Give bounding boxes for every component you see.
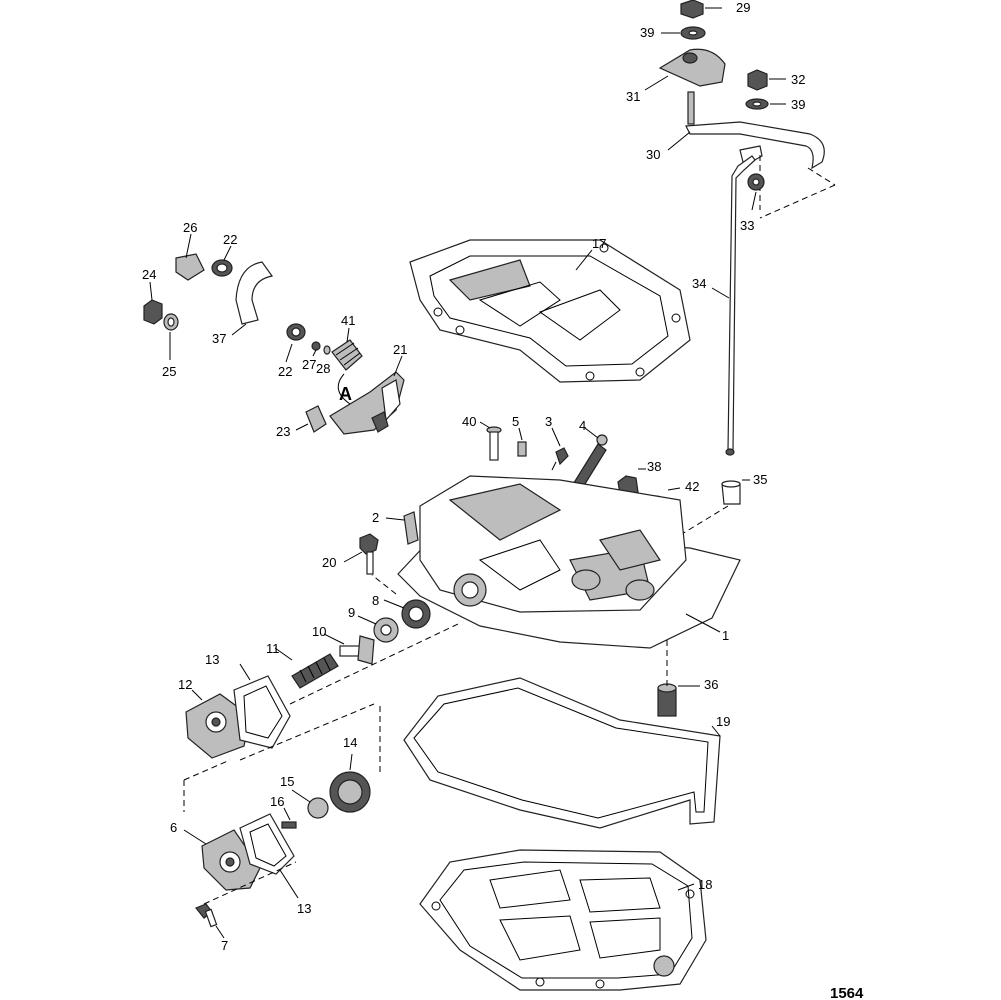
callout-13-lower: 13 xyxy=(297,901,311,916)
fitting-27 xyxy=(311,341,321,351)
elbow-41 xyxy=(331,339,363,371)
callout-29: 29 xyxy=(736,0,750,15)
washer-39-right xyxy=(745,98,769,110)
callout-31: 31 xyxy=(626,89,640,104)
cover-6 xyxy=(201,829,261,891)
disc-15 xyxy=(307,797,329,819)
callout-28: 28 xyxy=(316,361,330,376)
callout-23: 23 xyxy=(276,424,290,439)
adapter-plate-1 xyxy=(397,475,741,649)
grommet-33 xyxy=(747,173,765,191)
callout-22-lower: 22 xyxy=(278,364,292,379)
sleeve-36 xyxy=(657,683,677,717)
shift-rod-34 xyxy=(725,155,756,456)
callout-14: 14 xyxy=(343,735,357,750)
callout-18: 18 xyxy=(698,877,712,892)
screw-16 xyxy=(281,821,297,829)
detail-marker-a: A xyxy=(339,384,352,404)
gasket-13-lower xyxy=(239,813,295,875)
callout-41: 41 xyxy=(341,313,355,328)
sleeve-5 xyxy=(517,441,527,457)
lever-bracket-31 xyxy=(658,48,726,87)
callout-20: 20 xyxy=(322,555,336,570)
clamp-22-lower xyxy=(286,323,306,341)
callout-22-upper: 22 xyxy=(223,232,237,247)
callout-12: 12 xyxy=(178,677,192,692)
screw-7 xyxy=(195,903,218,928)
callout-34: 34 xyxy=(692,276,706,291)
callout-39-top: 39 xyxy=(640,25,654,40)
callout-2: 2 xyxy=(372,510,379,525)
screw-40 xyxy=(486,426,502,461)
callout-37: 37 xyxy=(212,331,226,346)
gasket-17 xyxy=(409,239,691,383)
figure-number: 1564 xyxy=(830,985,864,1000)
thermostat-9 xyxy=(373,617,399,643)
callout-35: 35 xyxy=(753,472,767,487)
callout-26: 26 xyxy=(183,220,197,235)
seal-8 xyxy=(401,599,431,629)
fitting-3 xyxy=(551,447,569,471)
fitting-26 xyxy=(175,253,205,281)
washer-28 xyxy=(323,345,331,355)
callout-30: 30 xyxy=(646,147,660,162)
callout-3: 3 xyxy=(545,414,552,429)
callout-38: 38 xyxy=(647,459,661,474)
spring-11 xyxy=(291,653,339,689)
callout-36: 36 xyxy=(704,677,718,692)
callout-4: 4 xyxy=(579,418,586,433)
hose-37 xyxy=(235,261,274,325)
callout-7: 7 xyxy=(221,938,228,953)
bushing-35 xyxy=(721,480,741,505)
callout-19: 19 xyxy=(716,714,730,729)
callout-15: 15 xyxy=(280,774,294,789)
gasket-13-upper xyxy=(233,675,291,749)
callout-10: 10 xyxy=(312,624,326,639)
callout-39-right: 39 xyxy=(791,97,805,112)
nut-24 xyxy=(143,299,163,325)
callout-8: 8 xyxy=(372,593,379,608)
callout-13-upper: 13 xyxy=(205,652,219,667)
diaphragm-14 xyxy=(329,771,371,813)
valve-10 xyxy=(339,635,375,665)
callout-25: 25 xyxy=(162,364,176,379)
callout-24: 24 xyxy=(142,267,156,282)
sensor-4 xyxy=(571,434,608,493)
callout-17: 17 xyxy=(592,236,606,251)
fitting-2 xyxy=(403,511,419,545)
callout-21: 21 xyxy=(393,342,407,357)
callout-33: 33 xyxy=(740,218,754,233)
callout-6: 6 xyxy=(170,820,177,835)
callout-27: 27 xyxy=(302,357,316,372)
nut-32 xyxy=(747,69,768,91)
fitting-23 xyxy=(305,405,327,433)
callout-1: 1 xyxy=(722,628,729,643)
callout-42: 42 xyxy=(685,479,699,494)
callout-9: 9 xyxy=(348,605,355,620)
callout-5: 5 xyxy=(512,414,519,429)
seal-19 xyxy=(403,677,721,829)
washer-25 xyxy=(163,313,179,331)
callout-11: 11 xyxy=(266,641,280,656)
callout-32: 32 xyxy=(791,72,805,87)
callout-16: 16 xyxy=(270,794,284,809)
housing-21 xyxy=(329,371,405,435)
washer-39-top xyxy=(680,26,706,40)
clamp-22-upper xyxy=(211,259,233,277)
nut-29 xyxy=(680,0,704,19)
callout-40: 40 xyxy=(462,414,476,429)
bolt-20 xyxy=(359,533,379,575)
gasket-18 xyxy=(419,849,707,991)
cover-12 xyxy=(185,693,251,759)
